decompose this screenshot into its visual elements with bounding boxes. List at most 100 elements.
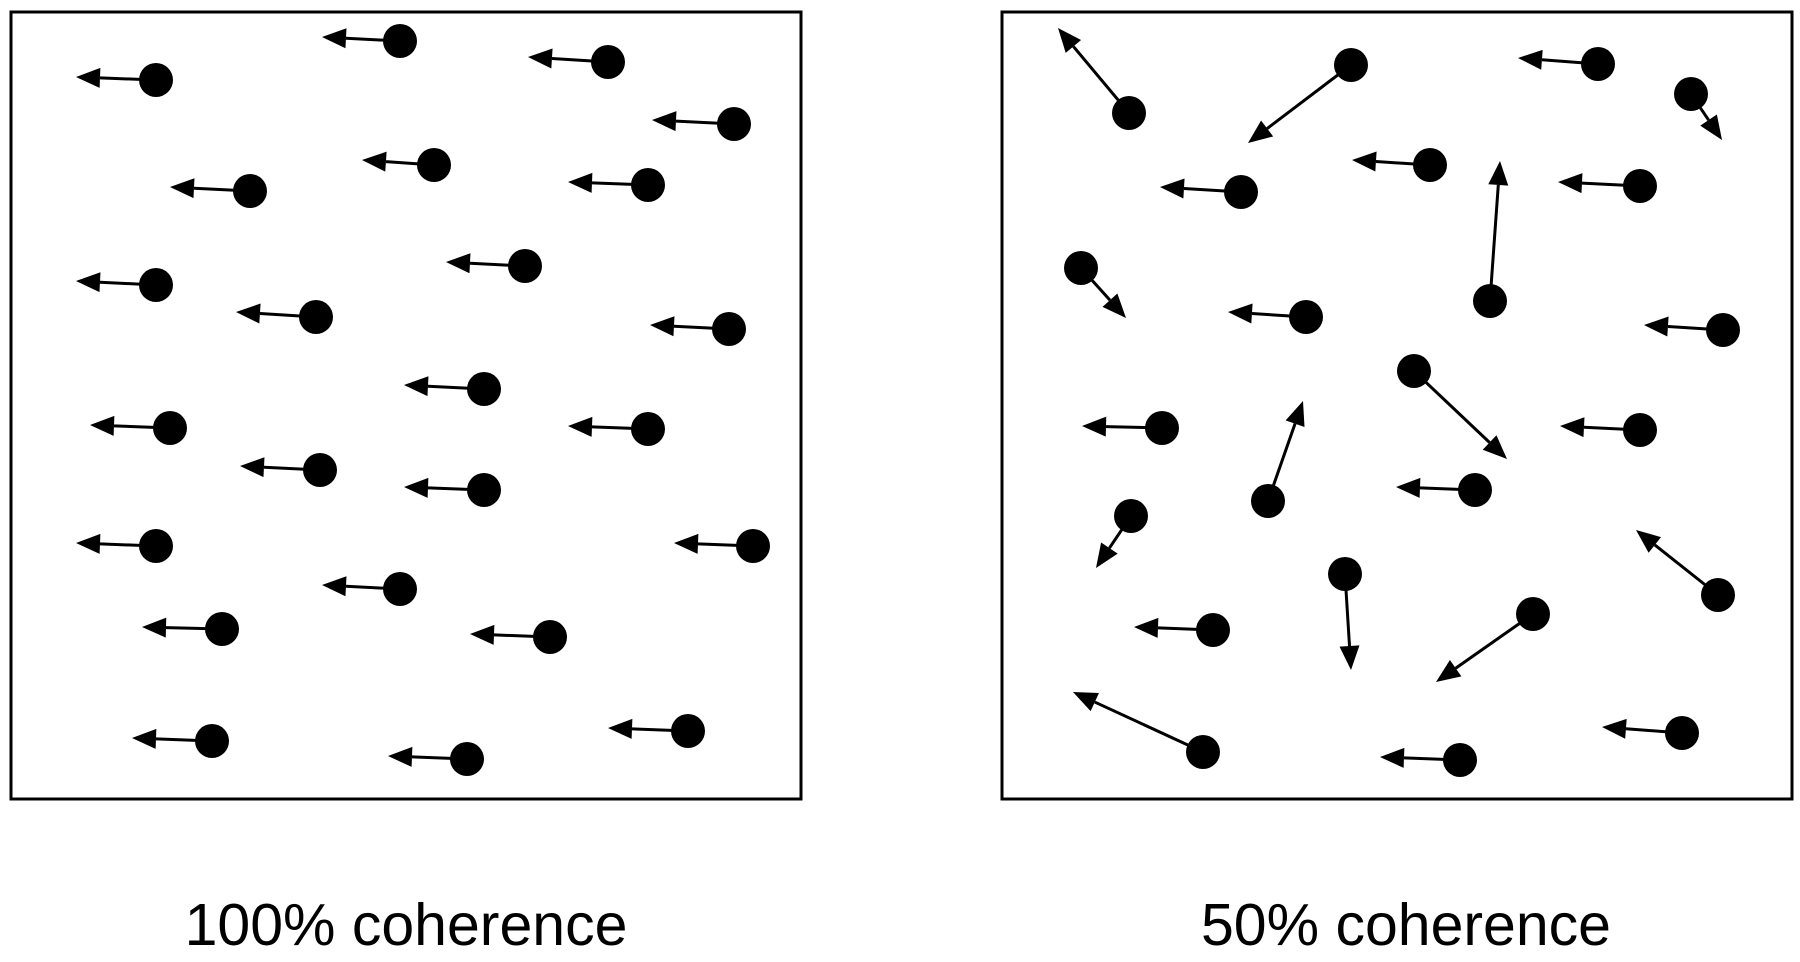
dot [1706,313,1740,347]
arrow-head [1096,542,1118,568]
arrow-shaft [1488,184,1500,302]
moving-dot [1160,175,1258,209]
dot [1112,96,1146,130]
arrow-head [240,457,265,478]
arrow-head [1228,303,1253,324]
arrow-head [404,477,429,498]
moving-dot [132,724,229,758]
arrow-head [142,617,167,638]
dot [233,174,267,208]
panel-frame [9,10,803,801]
moving-dot [1328,557,1362,670]
dot [591,45,625,79]
arrow-head [652,111,677,132]
dot [1251,484,1285,518]
moving-dot [236,300,333,334]
panel-50-coherence: 50% coherence [1000,10,1794,958]
arrow-head [1636,530,1662,553]
dot [1397,354,1431,388]
arrow-head [1518,49,1543,70]
moving-dot [1602,716,1699,750]
dot [383,572,417,606]
moving-dot [1251,401,1305,518]
panel-frame [1000,10,1794,801]
moving-dot [404,473,501,507]
arrow-head [650,316,675,337]
moving-dot [1396,473,1492,507]
arrow-head [1058,28,1082,53]
moving-dot [470,620,567,654]
moving-dot [170,174,267,208]
dot [1623,413,1657,447]
moving-dot [1134,613,1230,647]
moving-dot [90,411,187,445]
arrow-head [1396,477,1421,498]
panel-100-coherence: 100% coherence [9,10,803,958]
arrow-head [1248,120,1274,143]
dot [383,24,417,58]
dot [195,724,229,758]
arrow-shaft [1266,63,1352,130]
arrow-head [608,718,633,739]
arrow-head [446,253,471,274]
panel-caption: 50% coherence [1201,892,1611,958]
dot [1145,411,1179,445]
dot [631,168,665,202]
moving-dot [1436,597,1550,682]
arrow-shaft [1412,369,1491,444]
moving-dot [1058,28,1146,130]
arrow-head [1380,747,1405,768]
dot [467,372,501,406]
moving-dot [1518,47,1615,81]
arrow-head [76,67,101,88]
dot [508,249,542,283]
dot [1196,613,1230,647]
moving-dot [1560,413,1657,447]
dot [153,411,187,445]
arrow-head [1082,416,1107,437]
moving-dot [446,249,542,283]
arrow-head [1560,417,1585,438]
moving-dot [1674,77,1722,140]
arrow-head [170,178,195,199]
dot [1289,300,1323,334]
moving-dot [1073,692,1220,769]
dot [533,620,567,654]
moving-dot [1644,313,1740,347]
dot [1581,47,1615,81]
dot [1665,716,1699,750]
dot [467,473,501,507]
arrow-head [470,624,495,645]
moving-dot [528,45,625,79]
arrow-head [322,28,347,49]
moving-dot [674,529,770,563]
moving-dot [1473,161,1509,318]
moving-dot [650,312,746,346]
arrow-head [76,533,101,554]
dot [1623,169,1657,203]
dot [299,300,333,334]
moving-dot [568,412,665,446]
dot [139,268,173,302]
arrow-head [1134,617,1159,638]
dot [1186,735,1220,769]
moving-dot [76,268,173,302]
panel-caption: 100% coherence [185,892,628,958]
arrow-head [568,416,593,437]
moving-dot [1228,300,1323,334]
moving-dot [1248,48,1368,143]
arrow-head [674,533,699,554]
dots-group [76,24,770,776]
dots-group [1058,28,1740,777]
moving-dot [322,24,417,58]
arrow-head [1102,293,1126,318]
dot [1674,77,1708,111]
moving-dot [404,372,501,406]
moving-dot [1558,169,1657,203]
moving-dot [240,453,337,487]
dot [736,529,770,563]
dot [631,412,665,446]
arrow-head [322,576,347,597]
dot [1413,148,1447,182]
